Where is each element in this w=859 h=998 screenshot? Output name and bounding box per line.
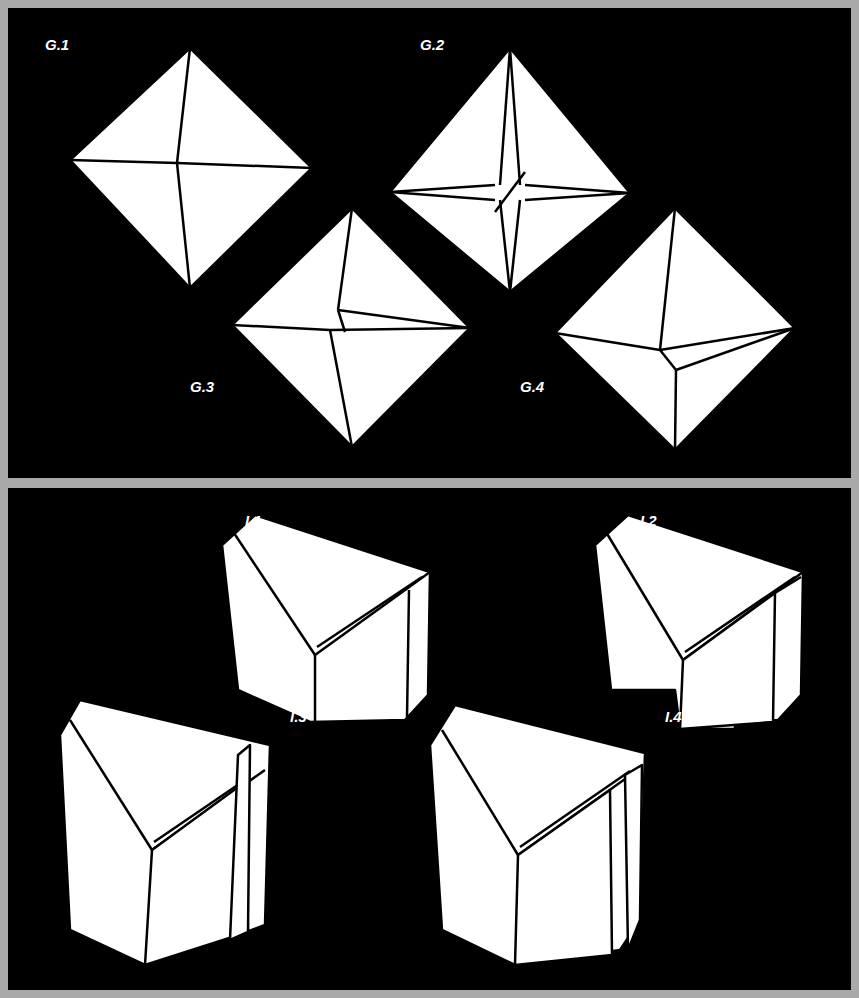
- twinned-octahedron: [390, 48, 630, 292]
- prism-crystal: [222, 515, 430, 722]
- figure-label: G.1: [45, 36, 69, 53]
- figure-label: I.1: [245, 512, 262, 529]
- figure-label: I.3: [290, 708, 307, 725]
- figure-label: G.3: [190, 378, 214, 395]
- octahedron: [70, 48, 312, 288]
- figure-label: G.4: [520, 378, 544, 395]
- figure-label: G.2: [420, 36, 444, 53]
- octahedron: [232, 208, 470, 447]
- figure-label: I.2: [640, 512, 657, 529]
- prism-crystal: [60, 700, 270, 965]
- prism-crystal: [430, 705, 645, 965]
- prism-crystal: [595, 515, 803, 729]
- octahedron: [555, 208, 795, 450]
- figure-label: I.4: [665, 708, 682, 725]
- top-panel: [8, 8, 851, 478]
- bottom-panel: [8, 488, 851, 990]
